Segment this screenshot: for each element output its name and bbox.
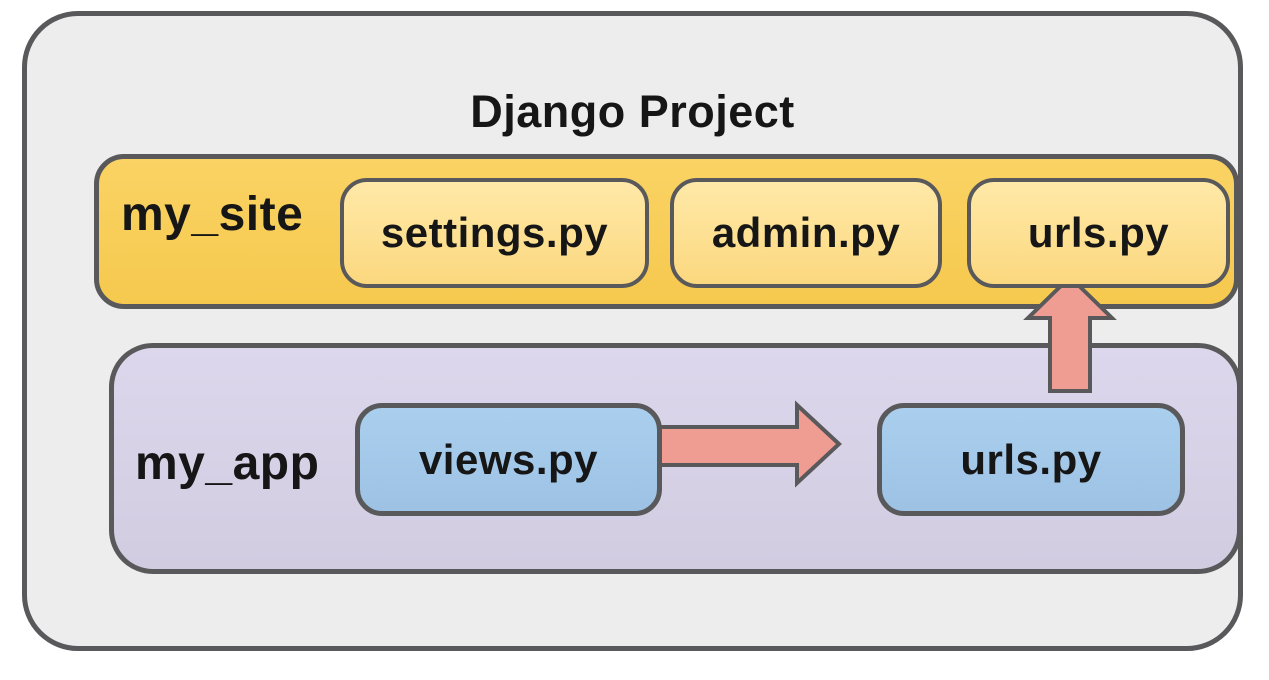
file-box-views-py: views.py <box>355 403 662 516</box>
file-box-urls-py-site: urls.py <box>967 178 1230 288</box>
group-my-app: my_app views.py urls.py <box>109 343 1242 574</box>
diagram-title: Django Project <box>470 86 795 137</box>
file-box-admin-py: admin.py <box>670 178 942 288</box>
file-box-urls-py-app: urls.py <box>877 403 1185 516</box>
django-project-container: Django Project my_site settings.py admin… <box>22 11 1243 651</box>
group-my-site-label: my_site <box>121 188 304 241</box>
file-box-settings-py: settings.py <box>340 178 649 288</box>
group-my-site: my_site settings.py admin.py urls.py <box>94 154 1239 309</box>
group-my-app-label: my_app <box>135 437 320 490</box>
